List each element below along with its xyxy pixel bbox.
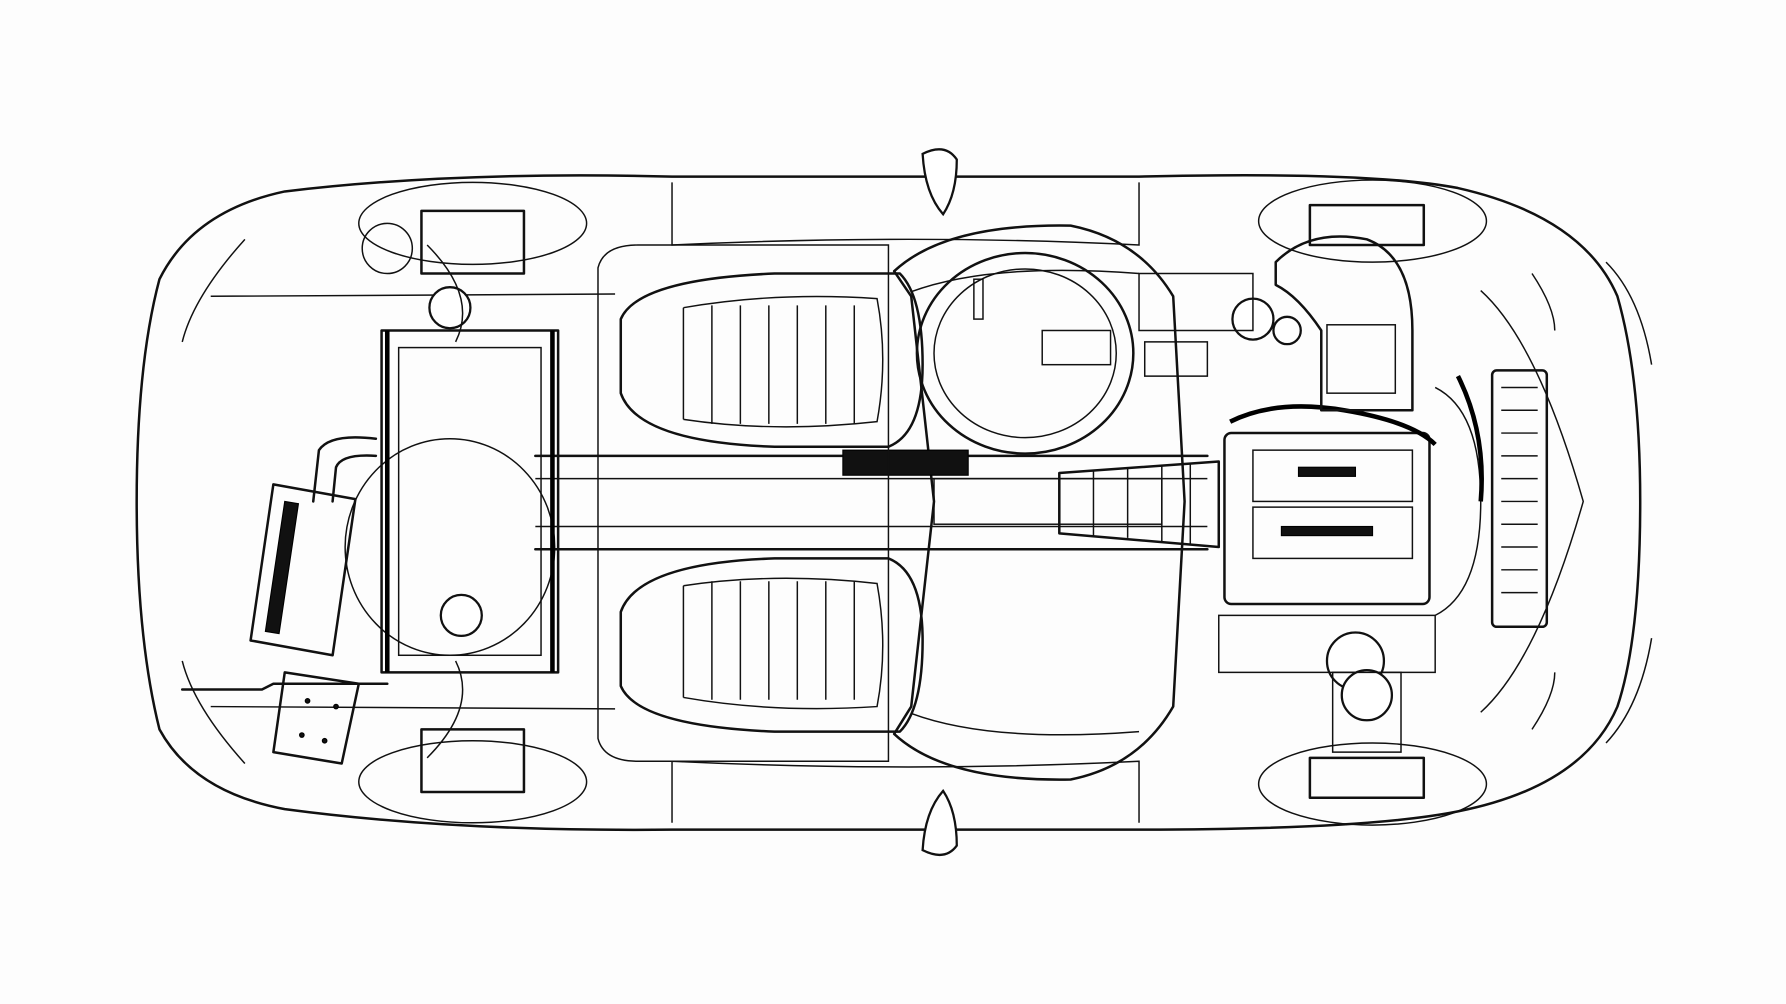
- muffler: [180, 436, 389, 691]
- body-outline: [135, 173, 1653, 832]
- access-plate: [272, 671, 361, 765]
- windshield: [892, 224, 1186, 781]
- seat-passenger: [619, 557, 924, 733]
- steering-wheel: [915, 251, 1135, 455]
- mirror-left: [921, 148, 958, 217]
- cabin-floor: [597, 244, 890, 763]
- front-suspension: [1308, 203, 1426, 799]
- driveshaft: [534, 449, 1209, 551]
- transmission: [1058, 460, 1221, 549]
- rear-subframe: [344, 209, 560, 794]
- radiator: [1455, 369, 1549, 629]
- seat-driver: [619, 272, 924, 448]
- mirror-right: [921, 789, 958, 856]
- engine: [1138, 235, 1482, 691]
